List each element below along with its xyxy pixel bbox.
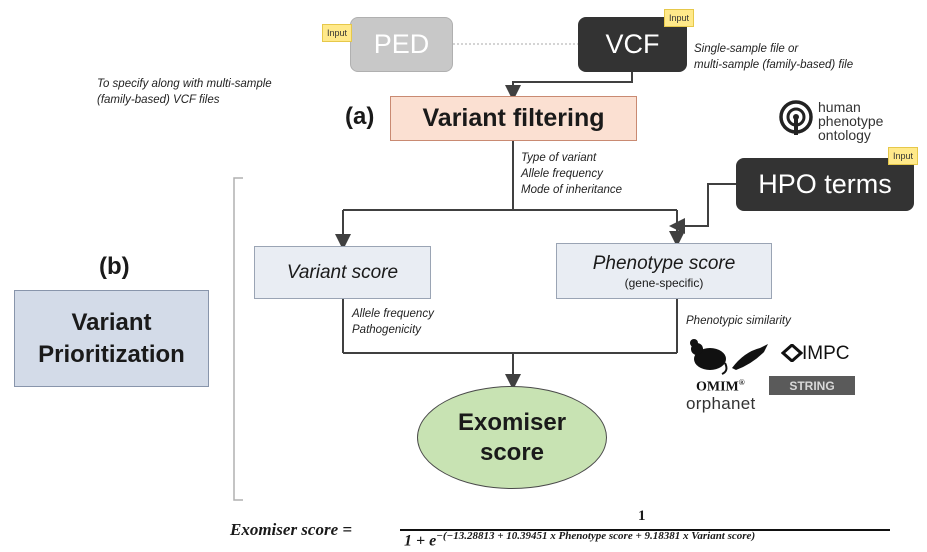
variant-prioritization-box: Variant Prioritization [14,290,209,387]
filter-criteria-note: Type of variant Allele frequency Mode of… [521,150,622,198]
hpo-logo-line3: ontology [818,127,871,143]
step-b-label: (b) [99,253,130,280]
hpo-to-phenotype-arrow [669,183,736,234]
variant-score-label: Variant score [286,261,399,283]
vcf-note-line2: multi-sample (family-based) file [694,59,854,71]
hpo-logo-text: human phenotype ontology [818,100,883,142]
vcf-to-filter-arrow [505,72,633,101]
variant-filtering-label: Variant filtering [422,104,605,132]
variant-prioritization-line2: Prioritization [38,340,185,368]
ped-note-line1: To specify along with multi-sample [97,78,272,90]
mouse-icon [690,339,728,375]
hpo-terms-label: HPO terms [758,169,892,199]
formula-lhs: Exomiser score = [230,520,353,539]
vcf-label: VCF [605,29,660,59]
omim-logo: OMIM® [696,378,745,396]
zebrafish-icon [732,344,768,370]
vcf-note-line1: Single-sample file or [694,43,799,55]
formula-denominator-base: 1 + e [404,532,437,550]
omim-logo-mark: ® [738,378,745,387]
variant-score-box: Variant score [254,246,431,299]
string-logo-text: STRING [789,378,835,393]
variant-score-criterion: Allele frequency [352,308,434,320]
hpo-terms-input-box: HPO terms [736,158,914,211]
exomiser-score-line1: Exomiser [457,408,567,436]
hpo-logo-line2: phenotype [818,113,884,129]
phenotypic-similarity-note: Phenotypic similarity [686,315,791,327]
variant-prioritization-line1: Variant [71,308,152,336]
ped-input-tag: Input [322,24,353,42]
exomiser-score-node: Exomiser score [417,386,607,489]
orphanet-logo-text: orphanet [686,394,756,413]
string-logo: STRING [769,376,855,395]
ped-note-line2: (family-based) VCF files [97,94,220,106]
ped-label: PED [373,29,430,59]
hpo-input-tag: Input [888,147,919,165]
filter-criterion: Mode of inheritance [521,184,623,196]
hpo-logo-icon [779,100,813,135]
ped-note: To specify along with multi-sample (fami… [97,76,272,108]
formula-exponent: −(−13.28813 + 10.39451 x Phenotype score… [436,530,756,542]
variant-score-criteria-note: Allele frequency Pathogenicity [352,306,434,338]
formula-denominator: 1 + e−(−13.28813 + 10.39451 x Phenotype … [404,530,755,550]
impc-logo-icon [781,344,803,362]
filter-criterion: Allele frequency [521,168,603,180]
vcf-input-tag: Input [664,9,695,27]
filter-criterion: Type of variant [521,152,597,164]
phenotype-score-box: Phenotype score (gene-specific) [556,243,772,299]
formula-numerator: 1 [638,508,646,524]
exomiser-score-line2: score [479,438,545,466]
impc-logo-text: IMPC [802,343,850,364]
prioritization-bracket [233,177,243,501]
variant-score-criterion: Pathogenicity [352,324,422,336]
hpo-logo-line1: human [818,99,861,115]
variant-filtering-box: Variant filtering [390,96,637,141]
step-a-label: (a) [345,103,375,130]
exomiser-formula: Exomiser score = 1 1 + e−(−13.28813 + 10… [230,508,920,552]
ped-input-box: PED [350,17,453,72]
phenotype-score-label: Phenotype score [592,252,736,274]
omim-logo-text: OMIM [696,379,739,395]
phenotype-score-sublabel: (gene-specific) [624,275,704,290]
formula-fraction-bar [400,529,890,531]
vcf-note: Single-sample file or multi-sample (fami… [694,41,853,73]
